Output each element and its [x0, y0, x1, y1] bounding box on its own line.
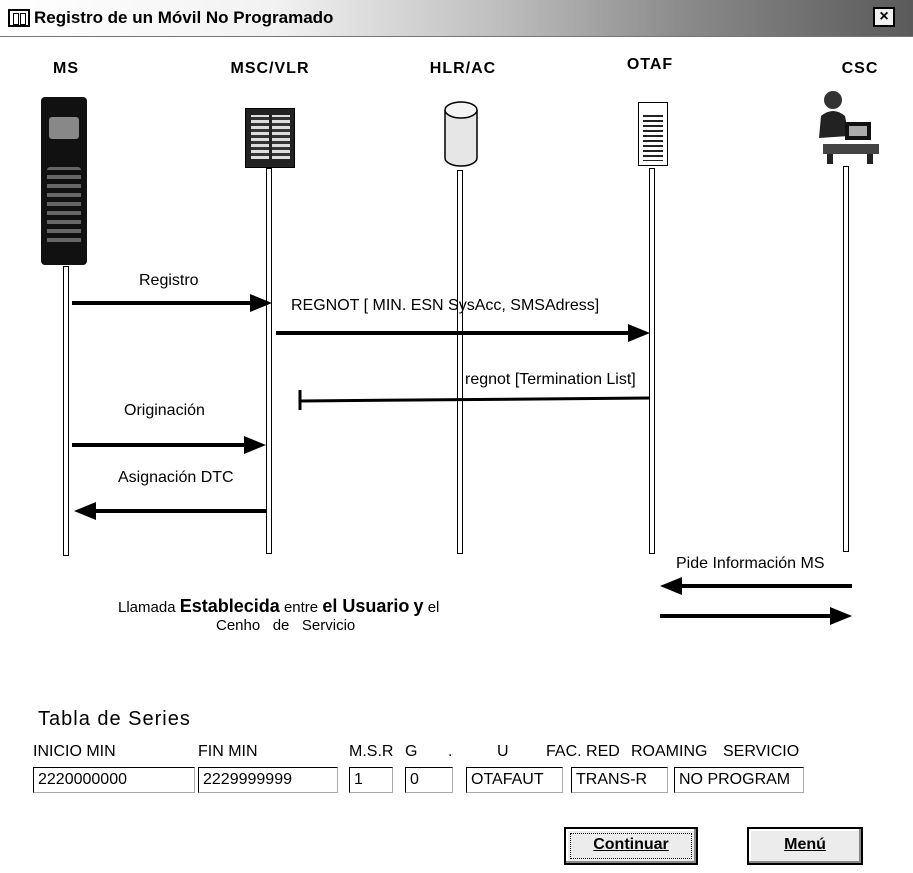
mobile-phone-icon: [41, 97, 87, 265]
label-pide-informacion: Pide Información MS: [676, 555, 825, 573]
text-llamada: Llamada: [118, 599, 176, 616]
field-inicio-min[interactable]: 2220000000: [33, 767, 195, 793]
lifeline-msc-vlr: [266, 168, 272, 554]
continue-button[interactable]: Continuar: [564, 827, 698, 865]
window-title: Registro de un Móvil No Programado: [34, 8, 333, 28]
document-server-icon: [638, 102, 668, 166]
field-roaming[interactable]: TRANS-R: [571, 767, 668, 793]
menu-button[interactable]: Menú: [747, 827, 863, 865]
continue-button-label: Continuar: [593, 836, 669, 853]
header-u: U: [497, 743, 509, 761]
entity-otaf: OTAF: [627, 56, 673, 74]
label-regnot-request: REGNOT [ MIN. ESN SysAcc, SMSAdress]: [291, 297, 599, 315]
text-y: y: [414, 596, 424, 616]
entity-hlr-ac: HLR/AC: [430, 60, 496, 78]
header-dot: .: [448, 743, 452, 761]
lifeline-csc: [843, 166, 849, 552]
text-entre: entre: [284, 599, 318, 616]
operator-desk-icon: [815, 86, 885, 166]
header-inicio-min: INICIO MIN: [33, 743, 116, 761]
header-roaming: ROAMING: [631, 743, 707, 761]
header-msr: M.S.R: [349, 743, 393, 761]
call-status-line2: Cenho de Servicio: [216, 617, 355, 634]
switch-server-icon: [245, 108, 295, 168]
field-servicio[interactable]: NO PROGRAM: [674, 767, 804, 793]
arrow-regnot-response: [300, 390, 650, 410]
arrow-regnot-request: [276, 324, 650, 342]
text-el-usuario: el Usuario: [322, 596, 409, 616]
label-regnot-response: regnot [Termination List]: [465, 371, 636, 389]
arrow-asignacion: [74, 502, 266, 520]
text-establecida: Establecida: [180, 596, 280, 616]
title-bar: Registro de un Móvil No Programado ×: [0, 0, 913, 37]
header-servicio: SERVICIO: [723, 743, 799, 761]
app-window-icon: [8, 9, 30, 27]
field-u[interactable]: OTAFAUT: [466, 767, 563, 793]
field-g[interactable]: 0: [405, 767, 453, 793]
arrow-pide-left: [660, 577, 852, 595]
entity-csc: CSC: [842, 60, 879, 78]
label-asignacion-dtc: Asignación DTC: [118, 469, 234, 487]
field-fin-min[interactable]: 2229999999: [198, 767, 338, 793]
text-el: el: [428, 599, 440, 616]
lifeline-ms: [63, 266, 69, 556]
database-icon: [443, 100, 479, 168]
lifeline-hlr-ac: [457, 170, 463, 554]
header-fin-min: FIN MIN: [198, 743, 258, 761]
field-msr[interactable]: 1: [349, 767, 393, 793]
arrow-pide-right: [660, 607, 852, 625]
entity-ms: MS: [53, 60, 79, 78]
close-button[interactable]: ×: [873, 7, 895, 27]
header-g: G: [405, 743, 417, 761]
call-status-line1: Llamada Establecida entre el Usuario y e…: [118, 596, 439, 617]
arrow-originacion: [72, 436, 266, 454]
label-originacion: Originación: [124, 402, 205, 420]
lifeline-otaf: [649, 168, 655, 554]
label-registro: Registro: [139, 272, 199, 290]
arrow-registro: [72, 294, 272, 312]
table-title: Tabla de Series: [38, 708, 191, 731]
entity-msc-vlr: MSC/VLR: [231, 60, 310, 78]
header-fac-red: FAC. RED: [546, 743, 620, 761]
menu-button-label: Menú: [784, 836, 826, 853]
